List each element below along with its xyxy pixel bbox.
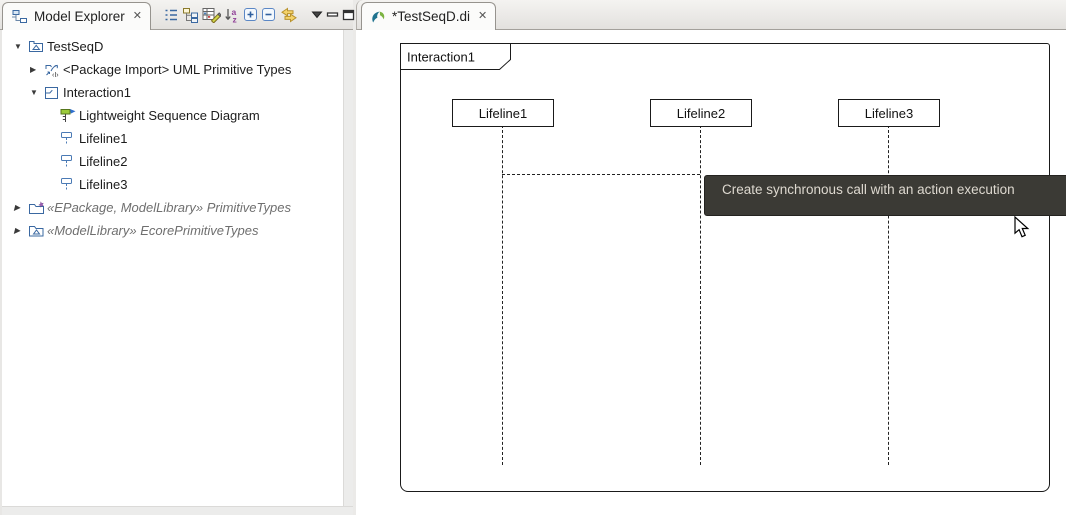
interaction-frame-label[interactable]: Interaction1 xyxy=(400,43,513,71)
tree-item-label: «EPackage, ModelLibrary» PrimitiveTypes xyxy=(47,200,291,215)
editor-tab-label: *TestSeqD.di xyxy=(392,9,471,24)
lifeline-dashed-line-lifeline3[interactable] xyxy=(888,125,889,465)
expand-all-icon[interactable] xyxy=(243,7,258,22)
model-explorer-tab-label: Model Explorer xyxy=(34,9,125,24)
close-icon[interactable]: ✕ xyxy=(132,10,143,22)
svg-text:a: a xyxy=(232,7,237,17)
collapse-all-icon[interactable] xyxy=(261,7,276,22)
svg-text:‹I›: ‹I› xyxy=(52,72,59,78)
tree-item-modellibrary-ecoreprimitivetypes[interactable]: ▶ «ModelLibrary» EcorePrimitiveTypes xyxy=(2,219,343,242)
model-library-icon xyxy=(28,224,47,238)
tree-item-lightweight-sequence-diagram[interactable]: Lightweight Sequence Diagram xyxy=(2,104,343,127)
lifeline-head-lifeline3[interactable]: Lifeline3 xyxy=(838,99,940,127)
tree-item-label: Lifeline2 xyxy=(79,154,128,169)
lifeline-icon xyxy=(60,154,79,169)
tree-view-icon[interactable] xyxy=(182,7,199,23)
tree-item-label: Lightweight Sequence Diagram xyxy=(79,108,260,123)
tree-item-lifeline2[interactable]: Lifeline2 xyxy=(2,150,343,173)
link-with-editor-icon[interactable] xyxy=(279,7,299,23)
tree-item-package-import-uml-primitive-types[interactable]: ▶ ‹I› <Package Import> UML Primitive Types xyxy=(2,58,343,81)
close-icon[interactable]: ✕ xyxy=(478,10,488,22)
model-explorer-view-icon xyxy=(11,9,28,24)
epackage-icon xyxy=(28,200,47,215)
tree-item-interaction1[interactable]: ▼ Interaction1 xyxy=(2,81,343,104)
tooltip: Create synchronous call with an action e… xyxy=(704,175,1066,216)
sequence-diagram-icon xyxy=(60,108,79,123)
editor-panel: *TestSeqD.di ✕ Interaction1 Lifeline1 Lif… xyxy=(356,0,1066,515)
model-tree: ▼ TestSeqD ▶ ‹I› <Package Import> UML Primit… xyxy=(2,35,343,242)
mouse-cursor-icon xyxy=(1014,215,1032,245)
editor-tabbar: *TestSeqD.di ✕ xyxy=(356,0,1066,30)
collapsed-arrow-icon[interactable]: ▶ xyxy=(30,65,37,74)
svg-text:z: z xyxy=(233,14,237,23)
lifeline-dashed-line-lifeline1[interactable] xyxy=(502,125,503,465)
vertical-scrollbar[interactable] xyxy=(343,30,353,507)
model-explorer-content: ▼ TestSeqD ▶ ‹I› <Package Import> UML Primit… xyxy=(0,30,353,515)
tree-item-label: TestSeqD xyxy=(47,39,104,54)
tree-item-epackage-modellibrary-primitivetypes[interactable]: ▶ «EPackage, ModelLibrary» PrimitiveTypes xyxy=(2,196,343,219)
interaction-frame[interactable]: Interaction1 xyxy=(400,43,1050,492)
lifeline-icon xyxy=(60,131,79,146)
diagram-canvas[interactable]: Interaction1 Lifeline1 Lifeline2 Lifeline3… xyxy=(356,30,1066,515)
tree-item-lifeline1[interactable]: Lifeline1 xyxy=(2,127,343,150)
interaction-frame-label-text: Interaction1 xyxy=(407,50,475,65)
maximize-icon[interactable] xyxy=(342,9,355,21)
tree-item-label: <Package Import> UML Primitive Types xyxy=(63,62,292,77)
tree-item-label: Lifeline1 xyxy=(79,131,128,146)
model-icon xyxy=(28,39,47,54)
collapsed-arrow-icon[interactable]: ▶ xyxy=(14,203,21,212)
lifeline-dashed-line-lifeline2[interactable] xyxy=(700,125,701,465)
customize-view-icon[interactable] xyxy=(202,7,221,23)
list-view-icon[interactable] xyxy=(163,7,179,23)
lifeline-icon xyxy=(60,177,79,192)
tree-item-label: Lifeline3 xyxy=(79,177,128,192)
tree-item-testseqd[interactable]: ▼ TestSeqD xyxy=(2,35,343,58)
tab-model-explorer[interactable]: Model Explorer ✕ xyxy=(2,2,152,30)
tree-item-lifeline3[interactable]: Lifeline3 xyxy=(2,173,343,196)
tab-testseqd-di[interactable]: *TestSeqD.di ✕ xyxy=(361,2,497,30)
interaction-icon xyxy=(44,86,63,100)
expanded-arrow-icon[interactable]: ▼ xyxy=(30,88,38,97)
tooltip-text: Create synchronous call with an action e… xyxy=(722,182,1015,197)
tree-item-label: Interaction1 xyxy=(63,85,131,100)
message-creation-feedback-line xyxy=(502,174,700,175)
papyrus-icon xyxy=(370,9,386,25)
tree-item-label: «ModelLibrary» EcorePrimitiveTypes xyxy=(47,223,259,238)
lifeline-head-lifeline2[interactable]: Lifeline2 xyxy=(650,99,752,127)
lifeline-head-lifeline1[interactable]: Lifeline1 xyxy=(452,99,554,127)
collapsed-arrow-icon[interactable]: ▶ xyxy=(14,226,21,235)
package-import-icon: ‹I› xyxy=(44,62,63,78)
view-menu-icon[interactable] xyxy=(311,10,323,19)
expanded-arrow-icon[interactable]: ▼ xyxy=(14,42,22,51)
minimize-icon[interactable] xyxy=(326,9,339,20)
horizontal-scrollbar[interactable] xyxy=(2,506,353,515)
